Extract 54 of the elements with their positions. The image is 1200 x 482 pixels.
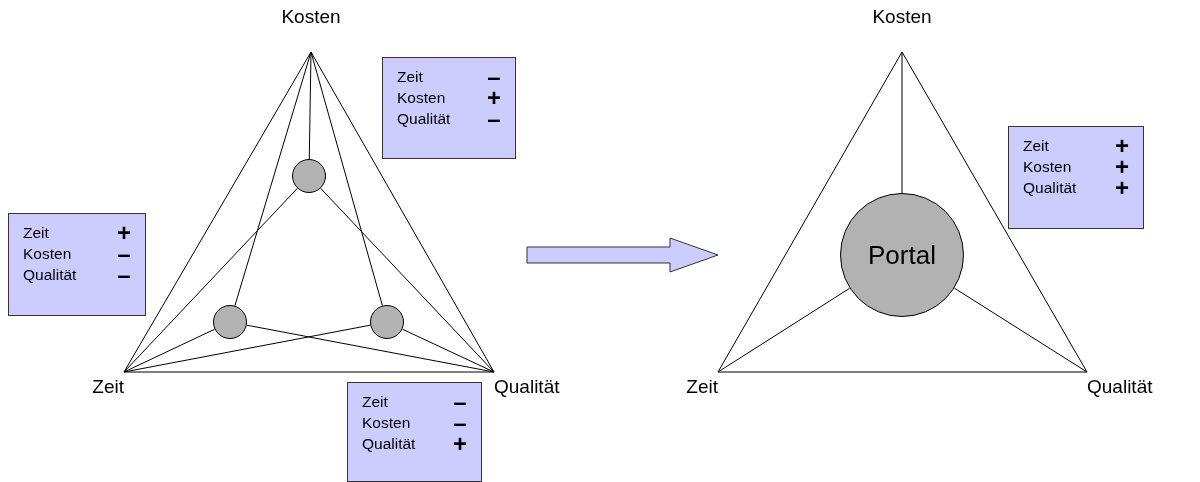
corner-label: Zeit bbox=[686, 376, 718, 398]
factor-label: Qualität bbox=[23, 265, 78, 285]
factor-label: Kosten bbox=[362, 413, 412, 433]
connector-line bbox=[123, 324, 371, 373]
factor-label: Kosten bbox=[1023, 157, 1073, 177]
circle-node bbox=[292, 159, 326, 193]
factor-label: Zeit bbox=[1023, 136, 1050, 156]
connector-line bbox=[901, 51, 903, 194]
connector-line bbox=[401, 328, 495, 373]
corner-label: Zeit bbox=[92, 376, 124, 398]
connector-line bbox=[901, 51, 1088, 373]
factor-label: Zeit bbox=[362, 392, 389, 412]
factor-label: Kosten bbox=[23, 244, 73, 264]
connector-line bbox=[234, 51, 312, 307]
rating-sign: + bbox=[452, 433, 468, 454]
factor-label: Zeit bbox=[397, 67, 424, 87]
rating-sign: – bbox=[116, 264, 132, 285]
circle-node bbox=[370, 305, 404, 339]
connector-line bbox=[717, 287, 851, 373]
corner-label: Qualität bbox=[1087, 376, 1153, 398]
connector-line bbox=[953, 287, 1088, 373]
connector-line bbox=[123, 328, 216, 373]
rating-sign: – bbox=[452, 412, 468, 433]
connector-line bbox=[717, 371, 1088, 373]
connector-line bbox=[320, 187, 495, 373]
rating-card bbox=[347, 382, 482, 482]
rating-sign: + bbox=[1114, 177, 1130, 198]
rating-sign: – bbox=[486, 108, 502, 129]
connector-line bbox=[123, 371, 495, 373]
rating-sign: – bbox=[116, 243, 132, 264]
rating-sign: + bbox=[1114, 156, 1130, 177]
connector-line bbox=[717, 51, 903, 373]
rating-card bbox=[1008, 126, 1144, 229]
rating-sign: + bbox=[486, 87, 502, 108]
rating-sign: + bbox=[116, 222, 132, 243]
corner-label: Kosten bbox=[872, 6, 932, 28]
portal-label: Portal bbox=[868, 239, 936, 271]
rating-sign: – bbox=[452, 391, 468, 412]
connector-line bbox=[310, 51, 383, 307]
connector-line bbox=[310, 51, 495, 373]
factor-label: Zeit bbox=[23, 223, 50, 243]
factor-label: Qualität bbox=[362, 434, 417, 454]
factor-label: Qualität bbox=[1023, 178, 1078, 198]
rating-card bbox=[382, 57, 516, 159]
rating-card bbox=[8, 213, 146, 316]
factor-label: Qualität bbox=[397, 109, 452, 129]
connector-line bbox=[123, 187, 298, 373]
rating-sign: – bbox=[486, 66, 502, 87]
factor-label: Kosten bbox=[397, 88, 447, 108]
circle-node bbox=[213, 305, 247, 339]
corner-label: Qualität bbox=[494, 376, 560, 398]
connector-line bbox=[246, 324, 495, 373]
corner-label: Kosten bbox=[281, 6, 341, 28]
rating-sign: + bbox=[1114, 135, 1130, 156]
